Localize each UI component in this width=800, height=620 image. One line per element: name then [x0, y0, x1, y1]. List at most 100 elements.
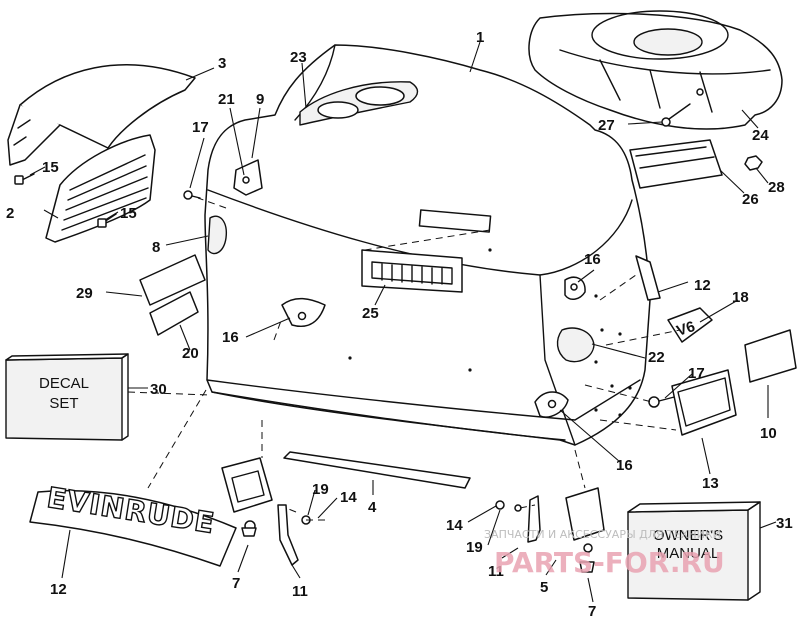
decal-10: [744, 329, 797, 383]
callout-4: 4: [368, 499, 377, 516]
bracket-12-right: [635, 255, 661, 301]
callout-29: 29: [76, 285, 93, 302]
trim-strip-4: [283, 451, 471, 489]
cover-slot: [418, 209, 492, 233]
cover-side-edge: [539, 274, 576, 446]
callout-30: 30: [150, 381, 167, 398]
bracket-11-right: [527, 495, 541, 543]
callouts: 1 2 3 4 5 7 7 8 9 10 11 11 12 12 13 14 1…: [6, 29, 793, 620]
watermark: ЗАПЧАСТИ И АКСЕССУАРЫ ДЛЯ ТЕХНИКИ PARTS-…: [484, 528, 725, 579]
callout-12-right: 12: [694, 277, 711, 294]
callout-16-right-upper: 16: [584, 251, 601, 268]
cover-bottom-edge: [211, 391, 566, 441]
callout-25: 25: [362, 305, 379, 322]
grille-2: [45, 134, 156, 243]
callout-7-right: 7: [588, 603, 596, 620]
callout-24: 24: [752, 127, 769, 144]
rear-cover-side: [7, 104, 61, 166]
callout-20: 20: [182, 345, 199, 362]
screw-15-upper: [14, 173, 35, 185]
silencer-screw-hole: [696, 88, 704, 96]
callout-7-left: 7: [232, 575, 240, 592]
callout-1: 1: [476, 29, 484, 46]
washer-19-right: [495, 500, 505, 510]
rear-cover-ribs: [13, 119, 31, 146]
screw-15-lower: [97, 213, 117, 228]
callout-19-left: 19: [312, 481, 329, 498]
callout-14-left: 14: [340, 489, 357, 506]
owners-manual-line1: OWNER'S: [653, 527, 723, 544]
screw-17-right: [648, 395, 679, 408]
v6-badge: V6: [667, 307, 713, 343]
intake-port-left: [317, 101, 359, 119]
plate-13: [671, 369, 737, 436]
callout-8: 8: [152, 239, 160, 256]
callout-16-right-lower: 16: [616, 457, 633, 474]
grille-frame: [45, 134, 156, 243]
callout-11-left: 11: [292, 583, 308, 600]
callout-3: 3: [218, 55, 226, 72]
latch-5: [565, 487, 605, 553]
intake-port-right: [355, 86, 405, 106]
callout-5: 5: [540, 579, 548, 596]
leader-lines: [29, 41, 777, 603]
callout-16-left: 16: [222, 329, 239, 346]
callout-22: 22: [648, 349, 665, 366]
watermark-line1: ЗАПЧАСТИ И АКСЕССУАРЫ ДЛЯ ТЕХНИКИ: [484, 528, 721, 541]
grille-slats: [61, 154, 149, 231]
callout-17-right: 17: [688, 365, 705, 382]
decal-set-line2: SET: [49, 395, 78, 412]
callout-19-right: 19: [466, 539, 483, 556]
callout-18: 18: [732, 289, 749, 306]
silencer-rim: [591, 10, 729, 60]
vent-25: [361, 249, 463, 293]
screw-17-left: [183, 190, 201, 200]
silencer-intake-ring: [633, 28, 703, 56]
v6-badge-text: V6: [675, 318, 698, 340]
grommet-7-left: [241, 527, 257, 537]
callout-14-right: 14: [446, 517, 463, 534]
callout-15-lower: 15: [120, 205, 137, 222]
callout-9: 9: [256, 91, 264, 108]
screw-21: [242, 176, 250, 184]
grommet-22: [556, 327, 595, 363]
callout-15-upper: 15: [42, 159, 59, 176]
callout-23: 23: [290, 49, 307, 66]
cover-shell: [204, 44, 651, 446]
decal-set-box: DECAL SET: [5, 353, 129, 441]
motor-cover: [204, 44, 651, 446]
silencer-ribs: [599, 59, 713, 113]
cover-rivet-dots: [348, 248, 632, 417]
callout-11-right: 11: [488, 563, 504, 580]
callout-21: 21: [218, 91, 235, 108]
air-silencer: [528, 10, 783, 130]
rear-cover-3: [7, 64, 196, 166]
grommet-7-right: [579, 561, 595, 573]
callout-10: 10: [760, 425, 777, 442]
bracket-11-left: [277, 504, 299, 566]
small-parts: V6: [14, 103, 797, 573]
decal-set-line1: DECAL: [39, 375, 89, 392]
latch-6: [221, 457, 273, 532]
owners-manual-line2: MANUAL: [657, 545, 720, 562]
callout-31: 31: [776, 515, 793, 532]
callout-27: 27: [598, 117, 615, 134]
callout-26: 26: [742, 191, 759, 208]
silencer-flange: [559, 49, 771, 75]
callout-2: 2: [6, 205, 14, 222]
callout-28: 28: [768, 179, 785, 196]
callout-17-left: 17: [192, 119, 209, 136]
owners-manual-box: OWNER'S MANUAL: [627, 501, 761, 601]
plate-20: [149, 291, 199, 336]
cover-26: [629, 139, 723, 189]
callout-12-left: 12: [50, 581, 67, 598]
nut-28: [744, 155, 763, 171]
watermark-line2: PARTS-FOR.RU: [494, 546, 725, 579]
cover-crease: [207, 189, 633, 276]
callout-13: 13: [702, 475, 719, 492]
decal-29: [139, 254, 206, 306]
grommet-8: [207, 215, 227, 255]
evinrude-emblem: EVINRUDE: [29, 480, 237, 567]
